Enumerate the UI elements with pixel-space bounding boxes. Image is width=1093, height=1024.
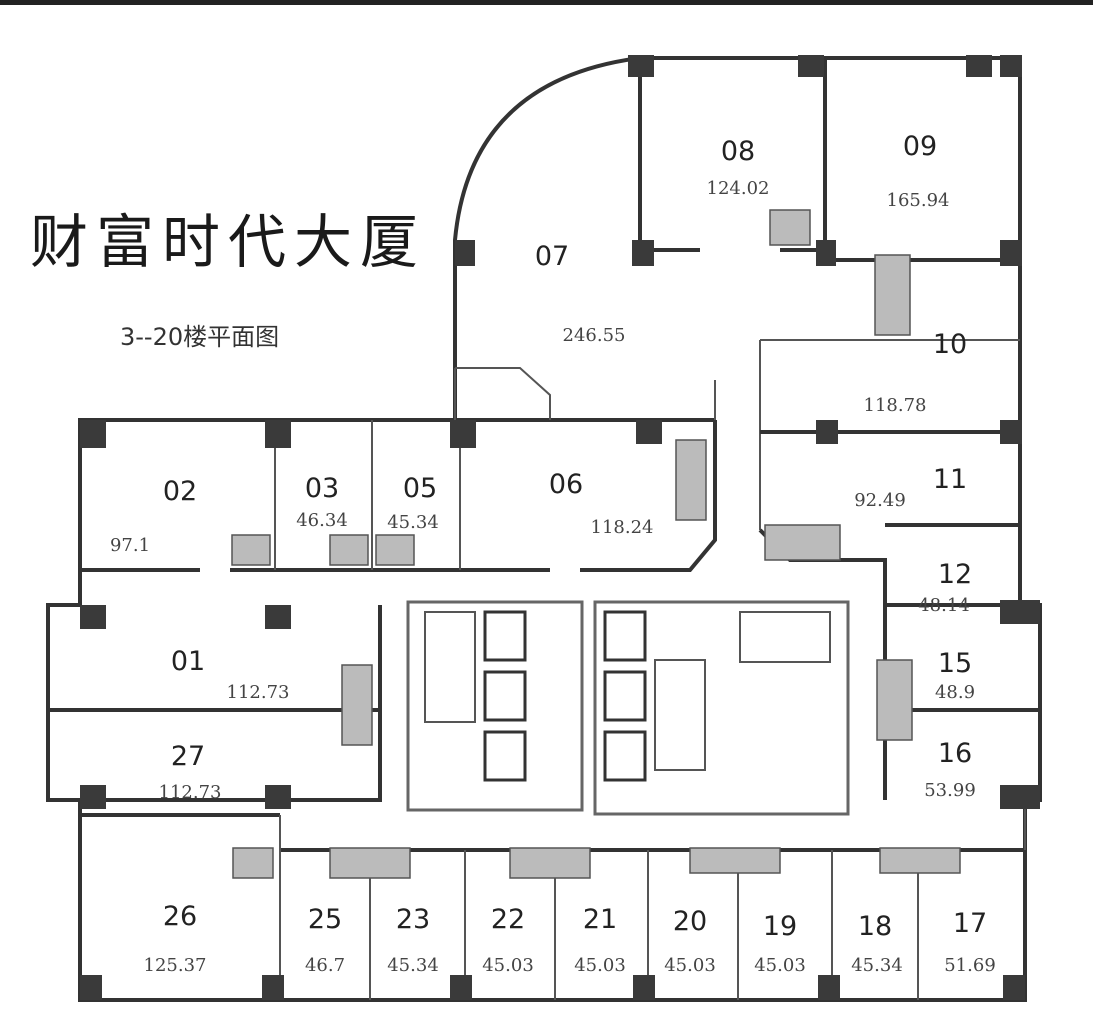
room-05: 05 45.34 — [387, 473, 439, 533]
room-area: 97.1 — [110, 535, 150, 556]
columns — [80, 55, 1040, 1000]
room-03: 03 46.34 — [296, 473, 348, 531]
room-number: 09 — [903, 131, 937, 162]
elevator — [603, 610, 647, 662]
room-area: 45.03 — [574, 955, 626, 976]
room-number: 20 — [673, 906, 707, 937]
room-number: 12 — [938, 559, 972, 590]
room-number: 03 — [305, 473, 339, 504]
stairs — [424, 611, 476, 723]
room-number: 08 — [721, 136, 755, 167]
room-number: 21 — [583, 904, 617, 935]
room-18: 18 45.34 — [851, 911, 903, 976]
room-area: 48.14 — [918, 595, 970, 616]
core-right — [593, 600, 850, 816]
room-area: 112.73 — [227, 682, 290, 703]
room-area: 46.7 — [305, 955, 345, 976]
room-number: 05 — [403, 473, 437, 504]
room-06: 06 118.24 — [549, 469, 654, 538]
room-23: 23 45.34 — [387, 904, 439, 976]
room-02: 02 97.1 — [110, 476, 197, 556]
room-number: 02 — [163, 476, 197, 507]
room-number: 18 — [858, 911, 892, 942]
room-number: 10 — [933, 329, 967, 360]
core — [406, 600, 850, 816]
room-area: 118.24 — [591, 517, 654, 538]
room-area: 125.37 — [144, 955, 207, 976]
room-area: 112.73 — [159, 782, 222, 803]
room-01: 01 112.73 — [171, 646, 290, 703]
stairs — [654, 659, 706, 771]
elevator — [483, 670, 527, 722]
room-area: 46.34 — [296, 510, 348, 531]
room-number: 15 — [938, 648, 972, 679]
room-area: 45.34 — [387, 512, 439, 533]
room-16: 16 53.99 — [924, 738, 976, 801]
room-area: 51.69 — [944, 955, 996, 976]
room-27: 27 112.73 — [159, 741, 222, 803]
room-number: 26 — [163, 901, 197, 932]
room-09: 09 165.94 — [887, 131, 950, 211]
elevator — [483, 730, 527, 782]
room-25: 25 46.7 — [305, 904, 345, 976]
room-area: 45.03 — [482, 955, 534, 976]
top-border — [0, 0, 1093, 5]
room-number: 01 — [171, 646, 205, 677]
room-area: 246.55 — [563, 325, 626, 346]
room-20: 20 45.03 — [664, 906, 716, 976]
room-21: 21 45.03 — [574, 904, 626, 976]
room-number: 07 — [535, 241, 569, 272]
elevator — [603, 670, 647, 722]
room-10: 10 118.78 — [864, 329, 968, 416]
elevator — [603, 730, 647, 782]
room-07: 07 246.55 — [535, 241, 626, 346]
room-area: 118.78 — [864, 395, 927, 416]
room-15: 15 48.9 — [935, 648, 975, 703]
room-11: 11 92.49 — [854, 464, 967, 511]
building-title: 财富时代大厦 — [30, 208, 426, 276]
room-area: 48.9 — [935, 682, 975, 703]
room-labels: 02 97.1 03 46.34 05 45.34 06 118.24 07 246.55… — [110, 131, 996, 976]
room-12: 12 48.14 — [918, 559, 972, 616]
room-17: 17 51.69 — [944, 908, 996, 976]
floor-subtitle: 3--20楼平面图 — [120, 323, 279, 351]
room-19: 19 45.03 — [754, 911, 806, 976]
room-number: 27 — [171, 741, 205, 772]
room-number: 06 — [549, 469, 583, 500]
room-area: 45.34 — [387, 955, 439, 976]
room-22: 22 45.03 — [482, 904, 534, 976]
elevator — [483, 610, 527, 662]
room-number: 17 — [953, 908, 987, 939]
room-area: 124.02 — [707, 178, 770, 199]
room-number: 19 — [763, 911, 797, 942]
room-number: 11 — [933, 464, 967, 495]
room-08: 08 124.02 — [707, 136, 770, 199]
room-area: 45.34 — [851, 955, 903, 976]
room-area: 53.99 — [924, 780, 976, 801]
room-area: 92.49 — [854, 490, 906, 511]
room-area: 45.03 — [754, 955, 806, 976]
room-area: 45.03 — [664, 955, 716, 976]
room-number: 16 — [938, 738, 972, 769]
core-left — [406, 600, 584, 812]
room-number: 23 — [396, 904, 430, 935]
utility-room — [739, 611, 831, 663]
room-number: 22 — [491, 904, 525, 935]
room-area: 165.94 — [887, 190, 950, 211]
room-number: 25 — [308, 904, 342, 935]
washrooms — [231, 209, 961, 879]
room-26: 26 125.37 — [144, 901, 207, 976]
